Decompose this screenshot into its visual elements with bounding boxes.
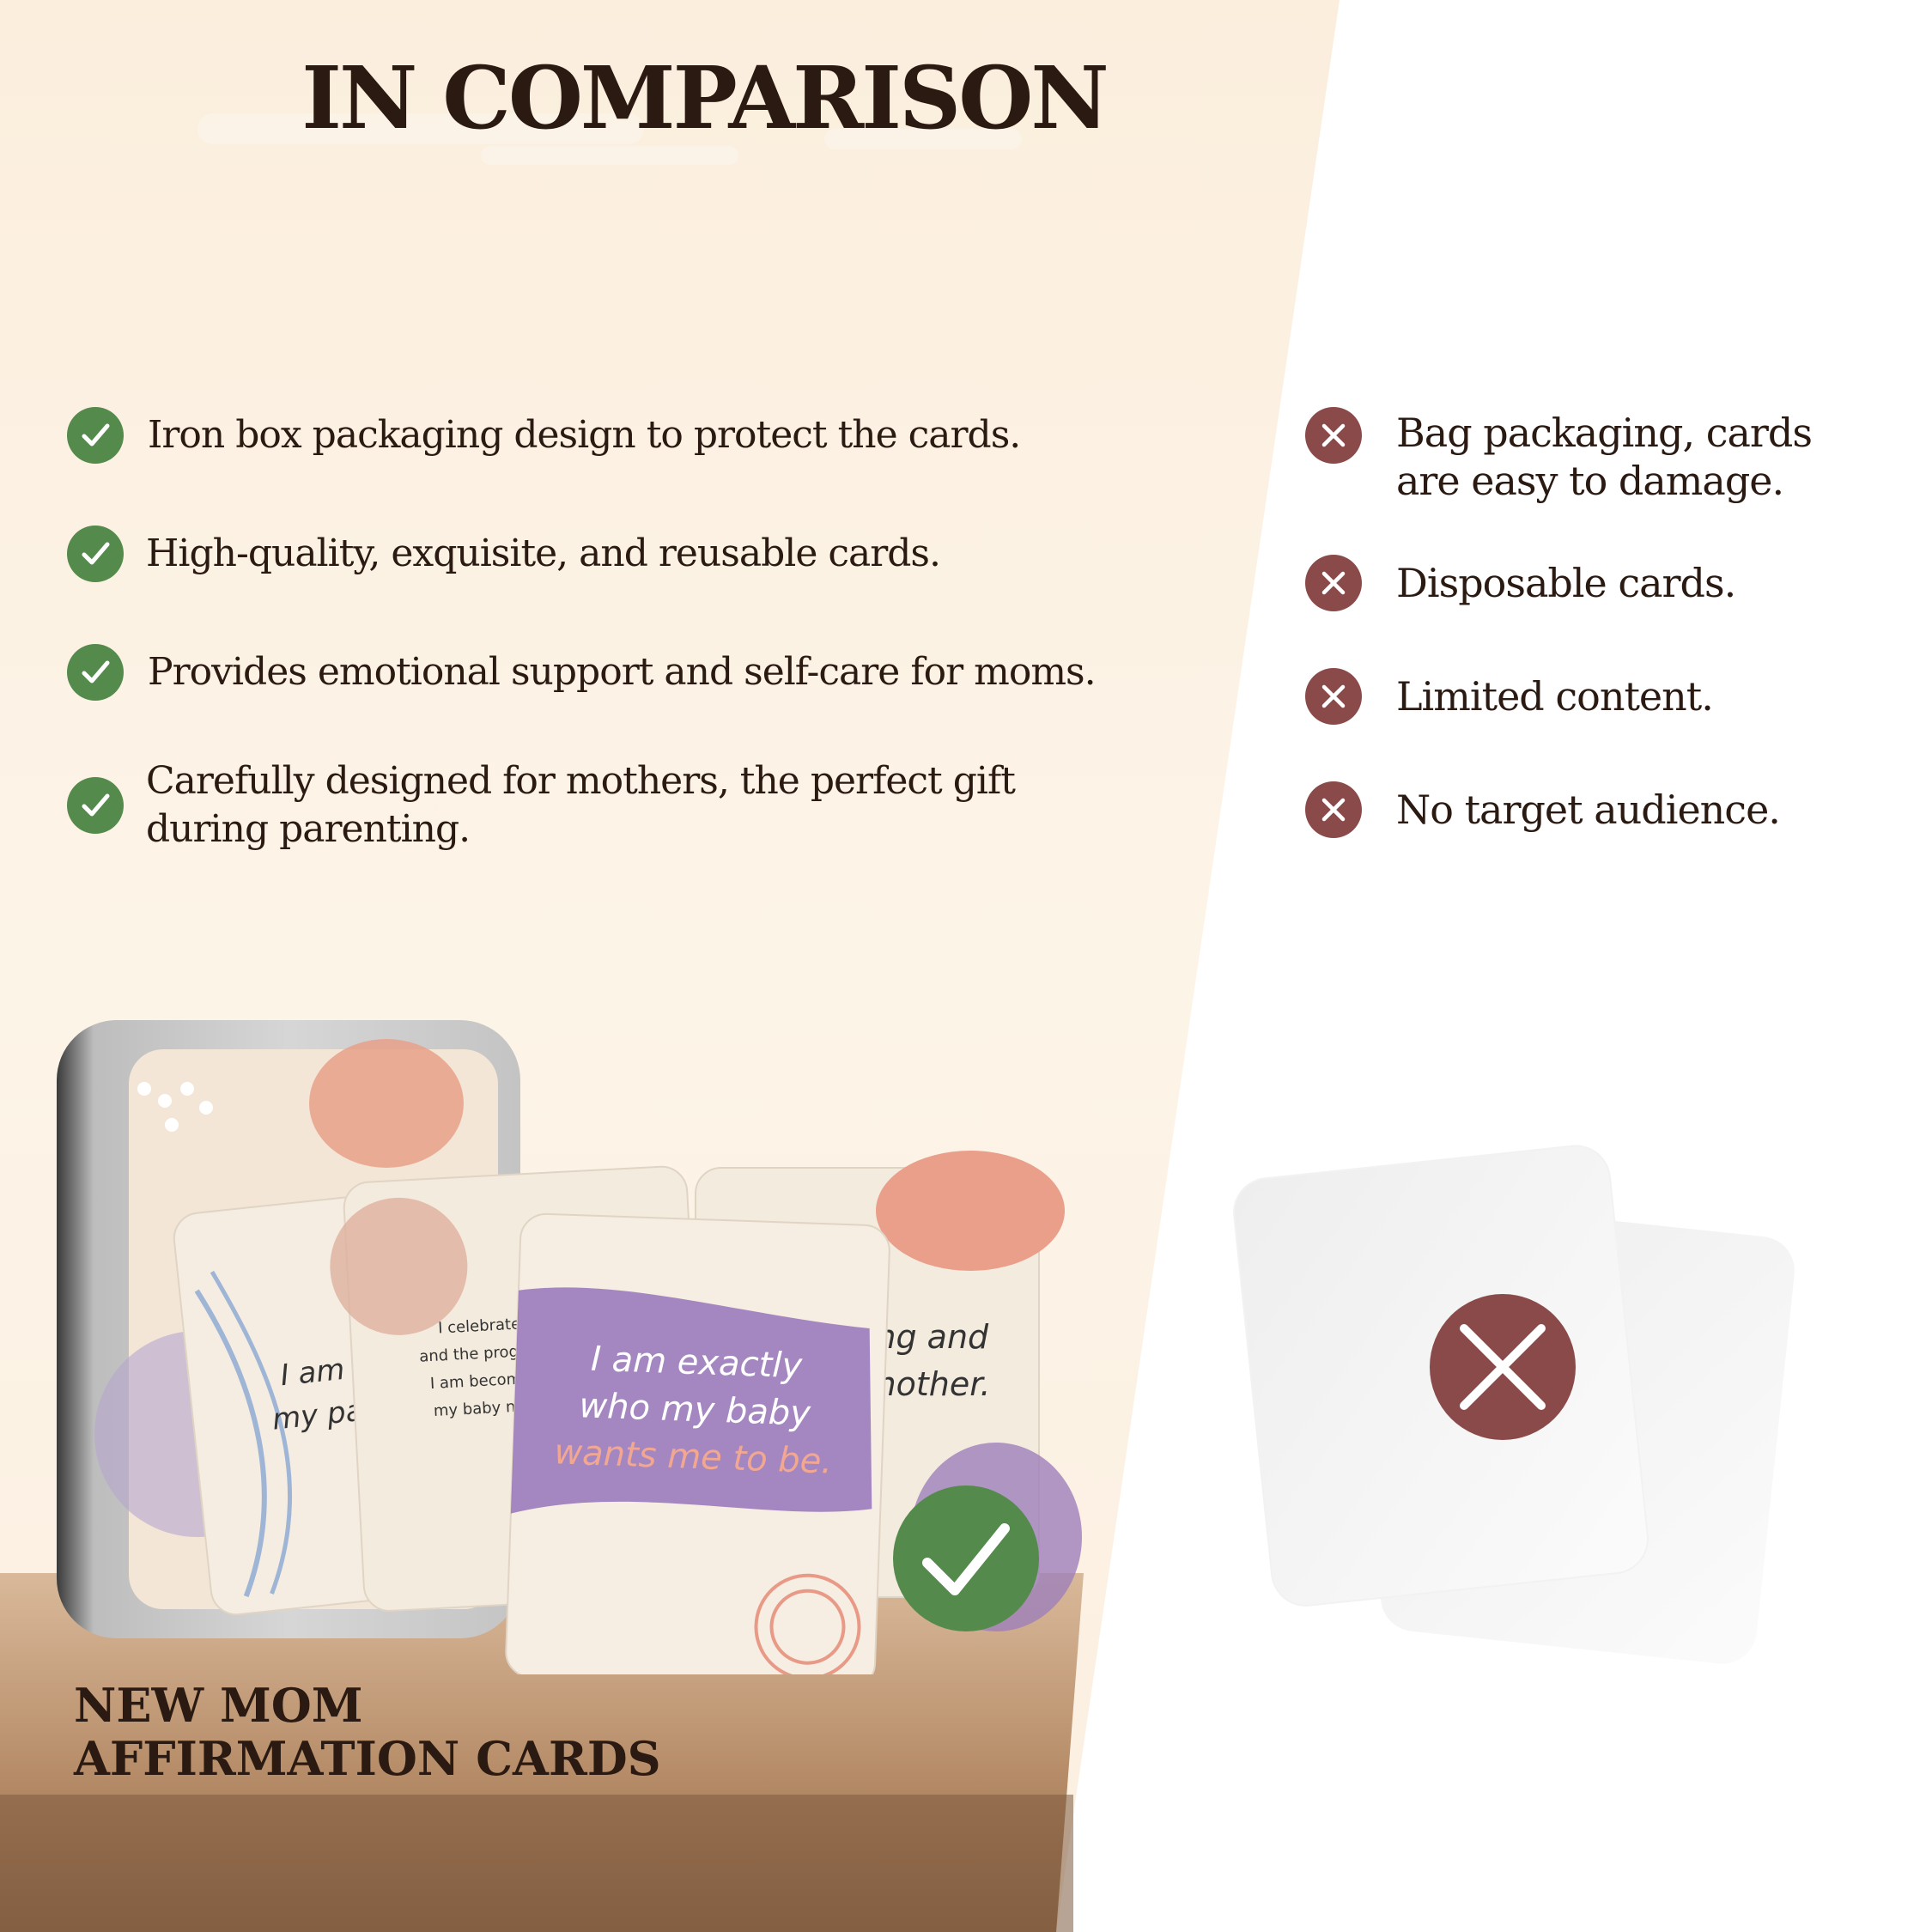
con-item: Limited content.: [1305, 668, 1714, 725]
pro-item: Carefully designed for mothers, the perf…: [67, 757, 1073, 854]
con-label: Limited content.: [1396, 673, 1714, 720]
check-icon: [67, 777, 124, 834]
con-item: Disposable cards.: [1305, 555, 1736, 611]
pro-label: Carefully designed for mothers, the perf…: [146, 759, 1016, 851]
cross-icon: [1305, 407, 1362, 464]
pro-label: Provides emotional support and self-care…: [148, 650, 1097, 694]
product-name: NEW MOM AFFIRMATION CARDS: [74, 1679, 661, 1785]
con-item: Bag packaging, cards are easy to damage.: [1305, 407, 1860, 505]
con-label: Disposable cards.: [1396, 560, 1736, 606]
card-front-line3: wants me to be.: [554, 1432, 833, 1481]
con-item: No target audience.: [1305, 781, 1781, 838]
check-icon: [67, 644, 124, 701]
page-title: IN COMPARISON: [301, 47, 1109, 149]
card-front: I am exactly who my baby wants me to be.: [505, 1212, 890, 1674]
cross-icon: [1305, 668, 1362, 725]
check-icon: [67, 407, 124, 464]
product-check-icon: [893, 1485, 1039, 1631]
con-label: Bag packaging, cards are easy to damage.: [1396, 410, 1813, 504]
con-label: No target audience.: [1396, 787, 1781, 833]
pro-label: Iron box packaging design to protect the…: [148, 413, 1021, 457]
check-icon: [67, 526, 124, 582]
cross-icon: [1305, 555, 1362, 611]
card-front-line1: I am exactly: [590, 1340, 804, 1387]
product-name-line2: AFFIRMATION CARDS: [74, 1731, 661, 1786]
pro-item: Provides emotional support and self-care…: [67, 644, 1097, 701]
product-name-line1: NEW MOM: [74, 1678, 363, 1733]
competitor-cross-icon: [1430, 1294, 1576, 1440]
product-illustration: I am con my parent I celebrate and the p…: [57, 1020, 1082, 1674]
pro-item: High-quality, exquisite, and reusable ca…: [67, 526, 941, 582]
competitor-cards: [1233, 1145, 1795, 1664]
cross-icon: [1305, 781, 1362, 838]
card-mid-line1: I celebrate: [438, 1315, 521, 1338]
card-front-line2: who my baby: [579, 1386, 812, 1433]
pro-label: High-quality, exquisite, and reusable ca…: [146, 532, 941, 575]
pro-item: Iron box packaging design to protect the…: [67, 407, 1021, 464]
